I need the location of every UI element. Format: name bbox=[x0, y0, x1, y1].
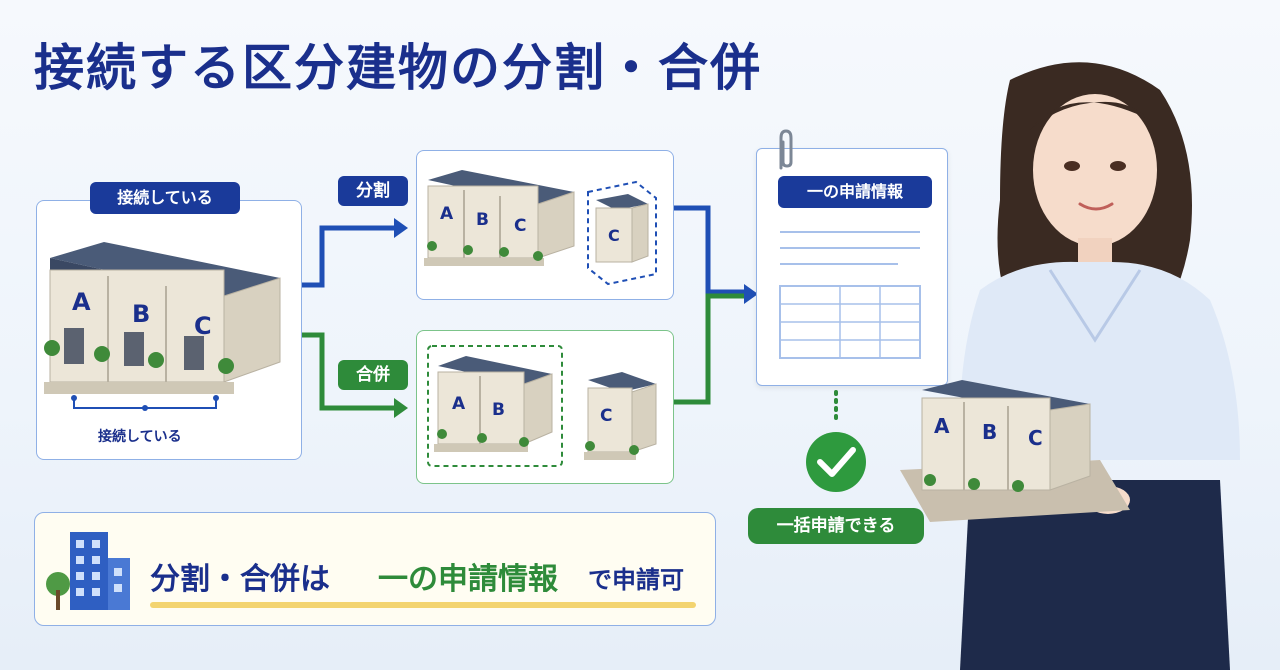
merge-group-frame bbox=[427, 345, 563, 467]
connected-building bbox=[44, 242, 281, 394]
connected-unit-c: C bbox=[194, 312, 212, 340]
merge-arrow bbox=[300, 332, 396, 411]
model-unit-c: C bbox=[1028, 426, 1043, 450]
split-arrow-head bbox=[394, 218, 408, 238]
split-separated-frame bbox=[587, 180, 657, 286]
model-unit-b: B bbox=[982, 420, 998, 444]
summary-part3: で申請可 bbox=[588, 566, 684, 594]
merge-separate-unit: C bbox=[600, 406, 613, 426]
merge-separate-building bbox=[584, 372, 657, 460]
paperclip-icon bbox=[779, 129, 793, 170]
connected-brace bbox=[71, 395, 219, 411]
document-header: 一の申請情報 bbox=[778, 176, 932, 208]
split-separated-unit: C bbox=[608, 226, 620, 245]
presenter-illustration bbox=[900, 62, 1240, 670]
connected-header-label: 接続している bbox=[90, 182, 240, 214]
connected-brace-label: 接続している bbox=[98, 429, 182, 445]
summary-part1: 分割・合併は bbox=[150, 562, 330, 597]
merge-unit-b: B bbox=[492, 400, 505, 420]
split-unit-c: C bbox=[514, 216, 527, 236]
check-icon bbox=[817, 447, 856, 477]
document-lines-and-table bbox=[779, 231, 921, 359]
connected-unit-a: A bbox=[72, 288, 91, 316]
summary-underline bbox=[150, 602, 696, 608]
split-to-doc-arrow bbox=[672, 205, 748, 295]
result-label: 一括申請できる bbox=[748, 508, 924, 544]
page-title: 接続する区分建物の分割・合併 bbox=[34, 39, 762, 97]
split-label: 分割 bbox=[338, 176, 408, 206]
model-unit-a: A bbox=[934, 414, 950, 438]
merge-to-doc-arrow bbox=[672, 293, 748, 405]
summary-part2: 一の申請情報 bbox=[378, 562, 558, 597]
merge-label: 合併 bbox=[338, 360, 408, 390]
split-unit-a: A bbox=[440, 204, 454, 224]
connected-unit-b: B bbox=[132, 300, 151, 328]
split-building-group bbox=[424, 170, 575, 266]
split-arrow bbox=[300, 225, 396, 288]
check-circle bbox=[806, 432, 866, 492]
office-building-icon bbox=[46, 532, 130, 610]
split-unit-b: B bbox=[476, 210, 489, 230]
merge-unit-a: A bbox=[452, 394, 466, 414]
doc-arrow-head bbox=[744, 284, 758, 304]
merge-arrow-head bbox=[394, 398, 408, 418]
